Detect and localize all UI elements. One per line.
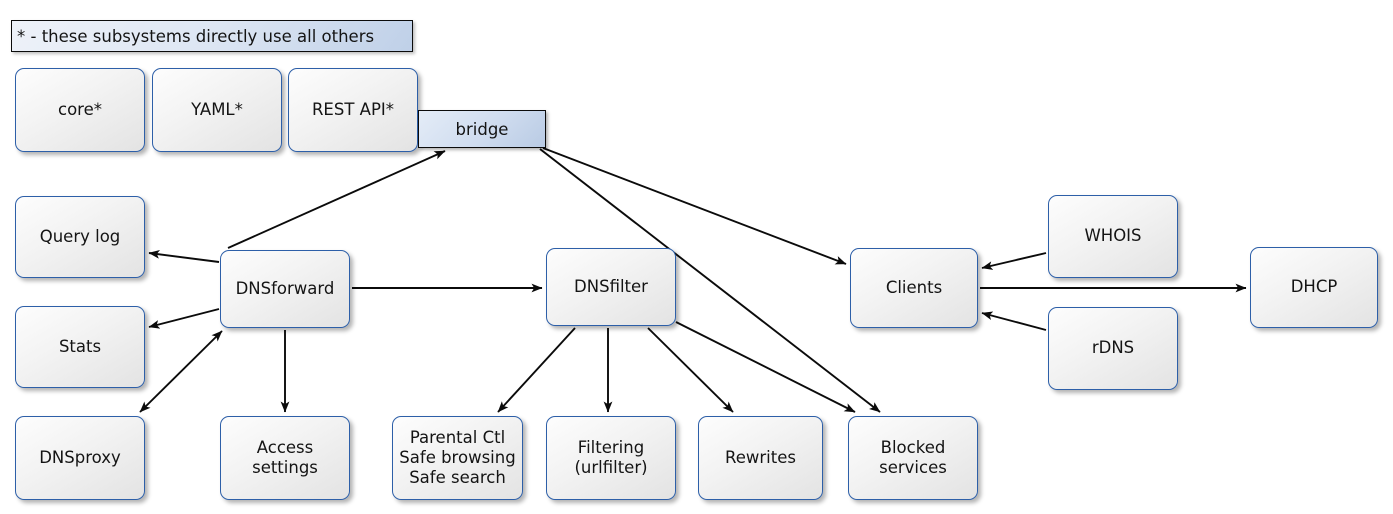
node-dnsfilter[interactable]: DNSfilter <box>546 248 676 326</box>
node-bridge[interactable]: bridge <box>418 110 546 148</box>
node-label-bridge: bridge <box>455 119 509 139</box>
node-whois[interactable]: WHOIS <box>1048 195 1178 278</box>
node-label-core: core* <box>58 99 102 119</box>
node-label-rdns: rDNS <box>1091 338 1135 358</box>
edge-bridge-clients <box>542 147 847 265</box>
node-rdns[interactable]: rDNS <box>1048 307 1178 390</box>
edge-dnsforward-bridge <box>227 150 446 249</box>
node-access[interactable]: Access settings <box>220 416 350 500</box>
node-label-access: Access settings <box>252 437 318 477</box>
node-querylog[interactable]: Query log <box>15 196 145 278</box>
node-label-dnsforward: DNSforward <box>235 278 335 298</box>
edge-dnsforward-querylog <box>148 249 220 263</box>
node-label-clients: Clients <box>885 277 943 297</box>
node-blocked[interactable]: Blocked services <box>848 416 978 500</box>
node-restapi[interactable]: REST API* <box>288 68 418 152</box>
node-label-rewrites: Rewrites <box>725 447 796 467</box>
node-rewrites[interactable]: Rewrites <box>698 416 823 500</box>
node-label-whois: WHOIS <box>1084 226 1142 246</box>
edges-group <box>139 147 1247 413</box>
node-label-dnsproxy: DNSproxy <box>39 447 121 467</box>
legend-note-text: * - these subsystems directly use all ot… <box>17 26 375 46</box>
node-label-restapi: REST API* <box>311 99 395 119</box>
node-clients[interactable]: Clients <box>850 248 978 328</box>
node-label-dhcp: DHCP <box>1290 277 1338 297</box>
node-label-filtering: Filtering (urlfilter) <box>574 437 648 477</box>
node-label-yaml: YAML* <box>191 99 243 119</box>
legend-note: * - these subsystems directly use all ot… <box>11 20 413 52</box>
edge-dnsfilter-rewrites <box>647 327 734 413</box>
node-dnsproxy[interactable]: DNSproxy <box>15 416 145 500</box>
edge-whois-clients <box>981 252 1047 270</box>
edge-dnsforward-stats <box>148 308 220 329</box>
node-label-blocked: Blocked services <box>879 437 947 477</box>
node-yaml[interactable]: YAML* <box>152 68 282 152</box>
node-stats[interactable]: Stats <box>15 306 145 388</box>
node-dhcp[interactable]: DHCP <box>1250 247 1378 328</box>
node-filtering[interactable]: Filtering (urlfilter) <box>546 416 676 500</box>
edge-dnsfilter-blocked <box>675 321 856 413</box>
edge-rdns-clients <box>981 311 1047 331</box>
edge-dnsfilter-parental <box>497 327 576 413</box>
edge-bridge-blocked <box>539 148 881 413</box>
node-dnsforward[interactable]: DNSforward <box>220 250 350 328</box>
edge-dnsforward-dnsproxy <box>139 330 223 413</box>
node-label-dnsfilter: DNSfilter <box>574 276 648 296</box>
node-core[interactable]: core* <box>15 68 145 152</box>
node-parental[interactable]: Parental Ctl Safe browsing Safe search <box>392 416 523 500</box>
node-label-querylog: Query log <box>39 226 121 246</box>
node-label-parental: Parental Ctl Safe browsing Safe search <box>399 427 516 488</box>
node-label-stats: Stats <box>58 336 102 356</box>
